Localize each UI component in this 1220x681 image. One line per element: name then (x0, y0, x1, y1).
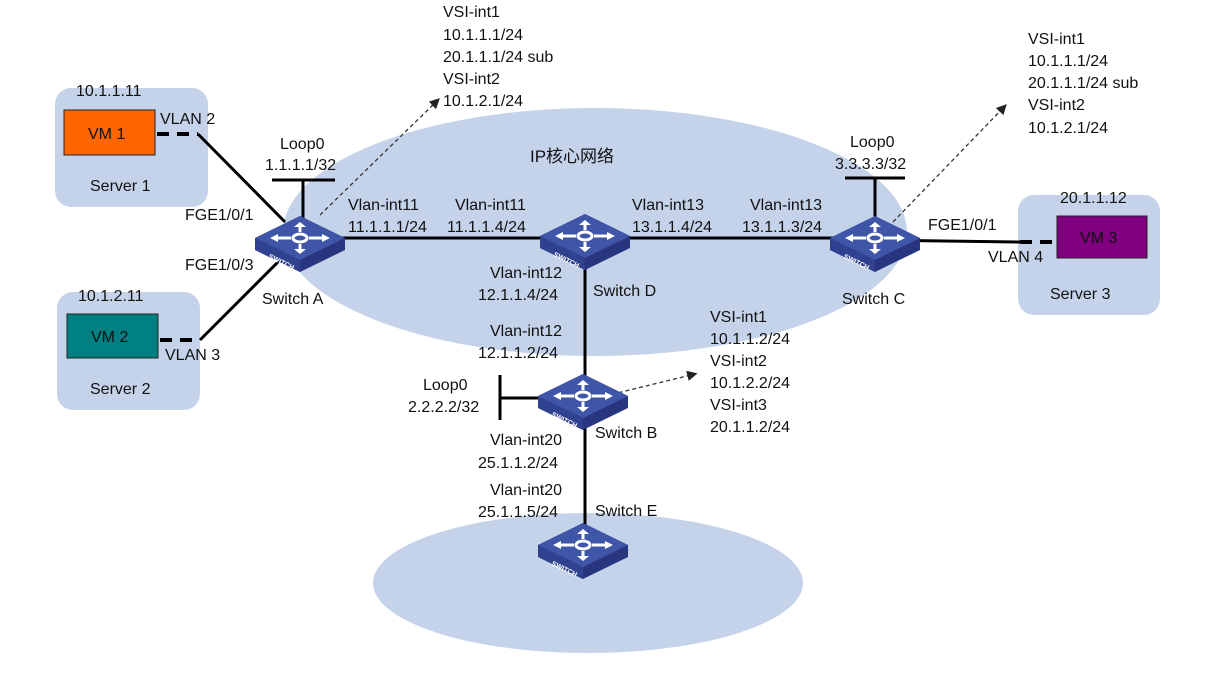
switch-b-vsi: VSI-int1 (710, 309, 767, 326)
switch-c-loop-ip: 3.3.3.3/32 (835, 156, 906, 173)
vm-1 (63, 109, 156, 156)
switch-b-vsi: VSI-int3 (710, 397, 767, 414)
switch-a-vsi: 10.1.2.1/24 (443, 93, 523, 110)
switch-a-vsi: VSI-int2 (443, 71, 500, 88)
server-2: VM 2 Server 2 10.1.2.11 (57, 288, 200, 410)
switch-b-down-if: Vlan-int20 (490, 432, 562, 449)
vm-1-label: VM 1 (88, 126, 125, 143)
switch-a-vsi: VSI-int1 (443, 4, 500, 21)
vm-3-ip: 20.1.1.12 (1060, 190, 1127, 207)
vm-2-ip: 10.1.2.11 (78, 288, 144, 305)
switch-c-vsi: VSI-int1 (1028, 31, 1085, 48)
vlan-dashed-links (157, 132, 1057, 342)
links (196, 132, 1021, 545)
vm-2-label: VM 2 (91, 329, 128, 346)
switch-e-vlan-if: Vlan-int20 (490, 482, 562, 499)
switch-e-vlan-ip: 25.1.1.5/24 (478, 504, 558, 521)
switch-a-port3-label: FGE1/0/3 (185, 257, 254, 274)
switch-a-port1-label: FGE1/0/1 (185, 207, 254, 224)
switch-b-vsi: VSI-int2 (710, 353, 767, 370)
server-1: VM 1 Server 1 10.1.1.11 (55, 83, 208, 207)
vm-1-ip: 10.1.1.11 (76, 83, 142, 100)
switch-c-vlan-ip: 13.1.1.3/24 (742, 219, 822, 236)
switch-d-left-ip: 11.1.1.4/24 (447, 219, 526, 236)
switch-a-loop-ip: 1.1.1.1/32 (265, 157, 336, 174)
server-3-label: Server 3 (1050, 286, 1111, 303)
switch-d-left-if: Vlan-int11 (455, 197, 526, 214)
server-1-label: Server 1 (90, 178, 151, 195)
switch-c-loop-label: Loop0 (850, 134, 895, 151)
switch-c-vsi: 10.1.2.1/24 (1028, 120, 1108, 137)
switch-c-vlan-if: Vlan-int13 (750, 197, 822, 214)
switch-c-vsi: 10.1.1.1/24 (1028, 53, 1108, 70)
switch-c-vsi: VSI-int2 (1028, 97, 1085, 114)
switch-b-up-if: Vlan-int12 (490, 323, 562, 340)
switch-b-loop-label: Loop0 (423, 377, 468, 394)
switch-b-up-ip: 12.1.1.2/24 (478, 345, 558, 362)
switch-c-port-label: FGE1/0/1 (928, 217, 997, 234)
switch-a-vsi: 10.1.1.1/24 (443, 27, 523, 44)
switch-b-vsi: 20.1.1.2/24 (710, 419, 790, 436)
switch-e-name: Switch E (595, 503, 657, 520)
switch-a-vlan-ip: 11.1.1.1/24 (348, 219, 427, 236)
server-2-label: Server 2 (90, 381, 151, 398)
switch-d-right-ip: 13.1.1.4/24 (632, 219, 712, 236)
switch-b-vsi: 10.1.2.2/24 (710, 375, 790, 392)
vlan4-label: VLAN 4 (988, 249, 1043, 266)
vm-3 (1056, 215, 1148, 259)
switch-b-down-ip: 25.1.1.2/24 (478, 455, 558, 472)
vlan3-label: VLAN 3 (165, 347, 220, 364)
switch-c-vsi: 20.1.1.1/24 sub (1028, 75, 1138, 92)
core-network-label: IP核心网络 (530, 147, 614, 166)
switch-b-icon: SWITCH (536, 372, 630, 432)
switch-d-name: Switch D (593, 283, 656, 300)
server-3: VM 3 Server 3 20.1.1.12 (1018, 190, 1160, 315)
switch-d-down-ip: 12.1.1.4/24 (478, 287, 558, 304)
switch-a-name: Switch A (262, 291, 324, 308)
switch-b-loop-ip: 2.2.2.2/32 (408, 399, 479, 416)
labels: VLAN 2 FGE1/0/1 FGE1/0/3 VLAN 3 FGE1/0/1… (160, 4, 1138, 521)
vm-3-label: VM 3 (1080, 230, 1117, 247)
lower-network-cloud (373, 513, 803, 653)
vlan2-label: VLAN 2 (160, 111, 215, 128)
switch-a-vsi: 20.1.1.1/24 sub (443, 49, 553, 66)
vm-2 (66, 313, 159, 359)
switch-d-down-if: Vlan-int12 (490, 265, 562, 282)
switch-b-name: Switch B (595, 425, 657, 442)
switch-a-vlan-if: Vlan-int11 (348, 197, 419, 214)
switch-d-right-if: Vlan-int13 (632, 197, 704, 214)
switch-b-vsi: 10.1.1.2/24 (710, 331, 790, 348)
switch-c-name: Switch C (842, 291, 905, 308)
switch-a-loop-label: Loop0 (280, 136, 325, 153)
